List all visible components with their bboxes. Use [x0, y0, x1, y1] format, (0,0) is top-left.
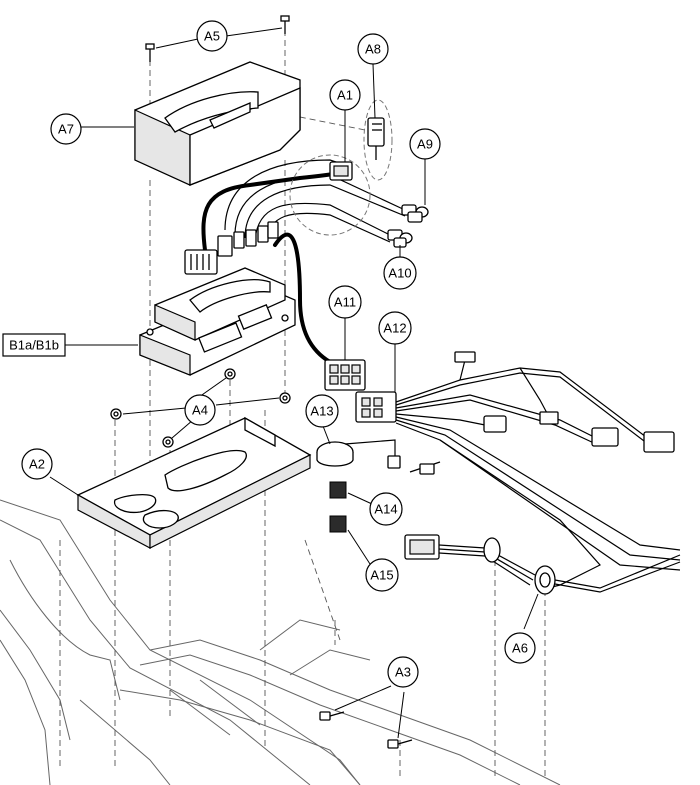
harness-lower-a6 — [404, 534, 681, 595]
callout-a6-label: A6 — [512, 641, 528, 656]
nut-a4-4 — [162, 436, 174, 448]
callout-a12-label: A12 — [383, 321, 406, 336]
callout-a9-label: A9 — [417, 137, 433, 152]
screw-a5-left — [145, 43, 155, 62]
callout-a4-label: A4 — [192, 403, 208, 418]
callout-a10-label: A10 — [388, 266, 411, 281]
callout-a2: A2 — [21, 448, 53, 480]
callout-a11: A11 — [328, 285, 362, 319]
controller-module — [139, 267, 296, 376]
callout-a15-label: A15 — [370, 568, 393, 583]
connector-a11 — [324, 359, 366, 391]
beeper-a13 — [316, 439, 441, 475]
callout-a15: A15 — [365, 558, 399, 592]
callout-a5: A5 — [196, 20, 228, 52]
terminals-a10 — [387, 229, 413, 248]
leader-lines — [49, 27, 539, 739]
callout-a8: A8 — [357, 33, 389, 65]
callout-a14-label: A14 — [374, 502, 397, 517]
terminals-a9 — [401, 204, 429, 223]
callout-b1a-b1b-label: B1a/B1b — [9, 338, 59, 353]
callout-a5-label: A5 — [204, 29, 220, 44]
callout-a3-label: A3 — [395, 665, 411, 680]
callout-a13: A13 — [305, 394, 339, 428]
pad-a15 — [329, 515, 347, 533]
nut-a4-3 — [279, 392, 291, 404]
nut-a4-1 — [224, 368, 236, 380]
callout-a7-label: A7 — [58, 122, 74, 137]
callout-a10: A10 — [383, 256, 417, 290]
callout-a1-label: A1 — [337, 88, 353, 103]
screw-a3-2 — [387, 739, 413, 749]
callout-a11-label: A11 — [334, 295, 356, 310]
callout-a12: A12 — [378, 311, 412, 345]
callout-a4: A4 — [184, 394, 216, 426]
callout-a9: A9 — [409, 128, 441, 160]
controller-plugs — [184, 221, 279, 275]
callout-a13-label: A13 — [310, 404, 333, 419]
pad-a14 — [329, 481, 347, 499]
callout-a1: A1 — [329, 79, 361, 111]
mounting-bracket — [76, 416, 312, 549]
screw-a5-right — [280, 15, 290, 34]
chassis-frame — [0, 499, 561, 785]
callout-a8-label: A8 — [365, 42, 381, 57]
nut-a4-2 — [110, 408, 122, 420]
callout-a2-label: A2 — [29, 457, 45, 472]
callout-b1a-b1b-box: B1a/B1b — [2, 333, 66, 357]
callout-a14: A14 — [369, 492, 403, 526]
connector-a1 — [329, 161, 353, 181]
controller-cover — [134, 61, 301, 186]
fuse-clip — [363, 99, 393, 181]
callout-a7: A7 — [50, 113, 82, 145]
screw-a3-1 — [319, 711, 345, 721]
callout-a6: A6 — [504, 632, 536, 664]
callout-a3: A3 — [387, 656, 419, 688]
alignment-lines — [59, 30, 546, 780]
